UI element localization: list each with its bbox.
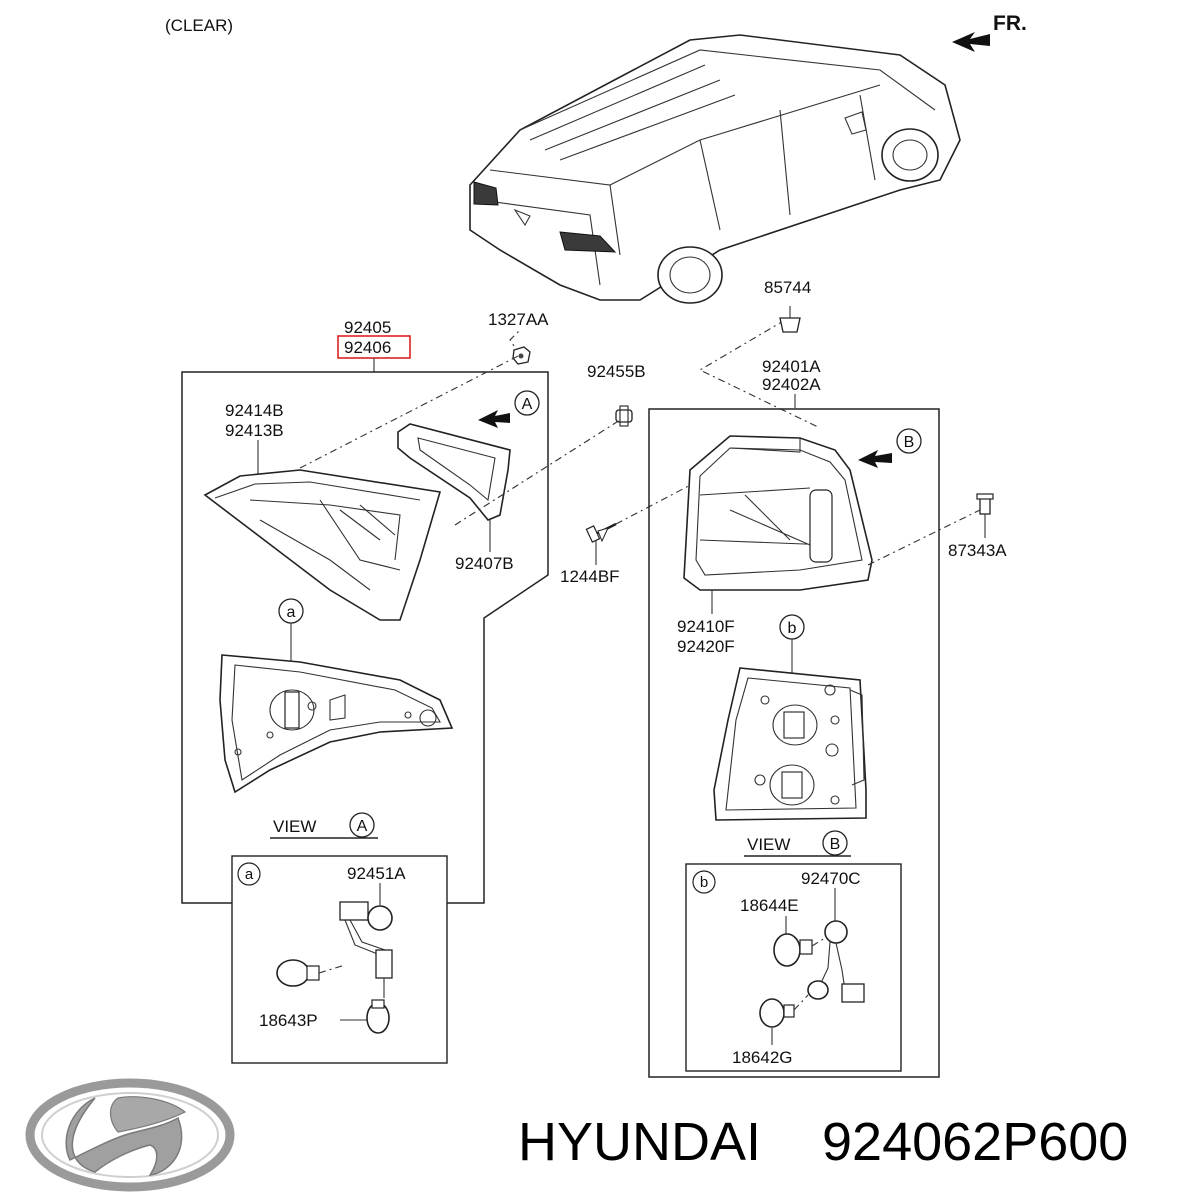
socket-harness-b — [807, 920, 865, 1003]
vehicle-illustration — [469, 34, 961, 304]
outer-lamp-rear-view — [713, 667, 867, 821]
leader-inner-lamp — [299, 354, 521, 469]
inner-lamp-part — [203, 469, 442, 621]
grommet-icon — [615, 405, 633, 427]
bolt-label: 87343A — [948, 541, 1007, 560]
clip-label: 85744 — [764, 278, 811, 297]
view-a-arrow-icon — [478, 410, 510, 428]
view-b-callout-letter: B — [904, 434, 915, 451]
right-part-number-2: 92402A — [762, 375, 821, 394]
nut-icon — [512, 346, 531, 365]
view-a-caption-letter: A — [357, 818, 368, 835]
screw-label: 1244BF — [560, 567, 620, 586]
bulb-a1-icon — [276, 959, 346, 987]
right-part-number-1: 92401A — [762, 357, 821, 376]
view-a-word: VIEW — [273, 817, 316, 836]
view-b-arrow-icon — [858, 450, 892, 468]
leader-bolt — [867, 509, 981, 566]
inset-a-letter: a — [245, 866, 254, 883]
view-b-caption-letter: B — [830, 836, 841, 853]
right-lamp-label-1: 92410F — [677, 617, 735, 636]
view-b-caption-circle — [822, 830, 848, 856]
detail-a-callout-letter: a — [287, 604, 296, 621]
front-arrow-icon — [952, 32, 990, 52]
left-part-number-2: 92406 — [344, 338, 391, 357]
bolt-icon — [976, 493, 994, 515]
gasket-label: 92407B — [455, 554, 514, 573]
view-a-caption-circle — [349, 812, 375, 838]
inset-b-letter: b — [700, 874, 708, 891]
inset-a-socket-label: 92451A — [347, 864, 406, 883]
socket-harness-a — [339, 901, 393, 998]
left-part-number-1: 92405 — [344, 318, 391, 337]
inset-b-badge — [692, 870, 716, 894]
nut-label: 1327AA — [488, 310, 549, 329]
bulb-b2-icon — [759, 994, 809, 1028]
view-b-word: VIEW — [747, 835, 790, 854]
inset-b-bulb-bottom-label: 18642G — [732, 1048, 793, 1067]
inset-b-bulb-top-label: 18644E — [740, 896, 799, 915]
outer-lamp-part — [683, 435, 873, 591]
hyundai-logo-icon — [25, 1078, 235, 1192]
clip-icon — [779, 306, 801, 333]
view-a-callout-letter: A — [522, 396, 533, 413]
screw-icon — [585, 522, 617, 543]
bulb-b1-icon — [773, 933, 826, 967]
brand-name: HYUNDAI — [518, 1112, 761, 1172]
right-assembly-frame — [648, 408, 940, 1078]
bulb-a2-icon — [366, 999, 390, 1034]
view-b-callout — [896, 428, 922, 454]
inset-b-socket-label: 92470C — [801, 869, 861, 888]
gasket-part — [397, 423, 511, 521]
left-lamp-label-2: 92413B — [225, 421, 284, 440]
detail-b-callout-letter: b — [788, 620, 797, 637]
right-lamp-label-2: 92420F — [677, 637, 735, 656]
grommet-label: 92455B — [587, 362, 646, 381]
inset-a-badge — [237, 862, 261, 886]
view-a-callout — [514, 390, 540, 416]
inset-a-bulb-label: 18643P — [259, 1011, 318, 1030]
part-number-title: 924062P600 — [822, 1112, 1128, 1172]
variant-label: (CLEAR) — [165, 16, 233, 35]
inset-b — [685, 863, 902, 1072]
inset-a — [231, 855, 448, 1064]
left-assembly-frame — [181, 371, 549, 904]
inner-lamp-rear-view — [219, 654, 454, 794]
left-lamp-label-1: 92414B — [225, 401, 284, 420]
front-label: FR. — [993, 12, 1027, 35]
leader-screw — [615, 479, 701, 525]
leader-grommet — [454, 419, 621, 526]
